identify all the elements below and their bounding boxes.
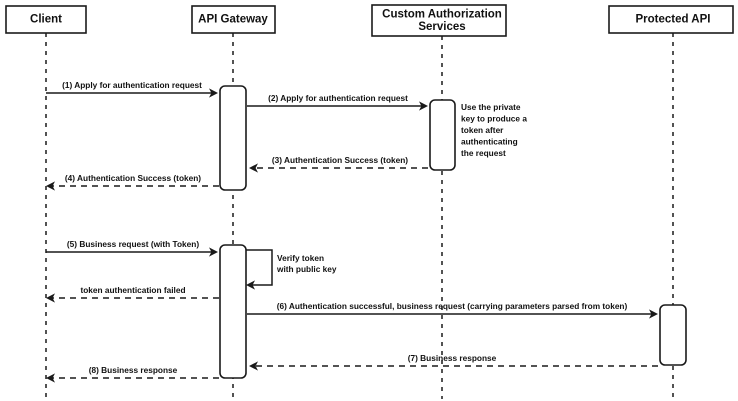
- participant-box-custom-authorization-services[interactable]: [371, 4, 507, 37]
- activation-bar-gw-auth-activation: [219, 85, 247, 191]
- note-line-note-private-key: Use the private: [461, 102, 521, 112]
- note-line-note-private-key: key to produce a: [461, 114, 527, 124]
- participant-box-protected-api[interactable]: [608, 5, 734, 34]
- participant-label-api-gateway: API Gateway: [198, 14, 268, 26]
- note-line-note-private-key: authenticating: [461, 137, 518, 147]
- participant-box-api-gateway[interactable]: [191, 5, 276, 34]
- message-arrowhead-msg-3: [249, 163, 258, 173]
- participant-label-protected-api: Protected API: [636, 14, 711, 26]
- message-arrowhead-msg-5: [209, 247, 218, 257]
- participant-label-custom-authorization-services: Services: [418, 21, 465, 33]
- self-message-label-msg-verify-token: Verify token: [277, 253, 324, 263]
- message-label-msg-4: (4) Authentication Success (token): [65, 173, 201, 183]
- activation-bar-gw-business-activation: [219, 244, 247, 379]
- message-label-msg-1: (1) Apply for authentication request: [62, 80, 202, 90]
- message-msg-3[interactable]: (3) Authentication Success (token): [249, 155, 428, 173]
- note-line-note-private-key: token after: [461, 125, 504, 135]
- message-label-msg-2: (2) Apply for authentication request: [268, 93, 408, 103]
- self-message-arrowhead-msg-verify-token: [246, 280, 255, 290]
- note-line-note-private-key: the request: [461, 148, 506, 158]
- message-label-msg-3: (3) Authentication Success (token): [272, 155, 408, 165]
- activation-bar-auth-svc-activation: [429, 99, 456, 171]
- message-label-msg-8: (8) Business response: [89, 365, 178, 375]
- message-msg-7[interactable]: (7) Business response: [249, 353, 658, 371]
- message-label-msg-6: (6) Authentication successful, business …: [277, 301, 628, 311]
- messages-layer: (1) Apply for authentication request (2) …: [46, 80, 658, 383]
- activation-bar-protected-api-activation: [659, 304, 687, 366]
- self-message-label-msg-verify-token: with public key: [276, 264, 337, 274]
- lifeline-protected-api: Protected API: [608, 5, 734, 399]
- lifeline-client: Client: [5, 5, 87, 399]
- lifeline-api-gateway: API Gateway: [191, 5, 276, 399]
- self-message-path-msg-verify-token: [246, 249, 273, 286]
- message-arrowhead-msg-7: [249, 361, 258, 371]
- message-arrowhead-msg-token-auth-failed: [46, 293, 55, 303]
- message-msg-2[interactable]: (2) Apply for authentication request: [247, 93, 428, 111]
- participant-box-client[interactable]: [5, 5, 87, 34]
- activations-layer: [219, 85, 687, 379]
- message-msg-6[interactable]: (6) Authentication successful, business …: [247, 301, 658, 319]
- message-msg-1[interactable]: (1) Apply for authentication request: [46, 80, 218, 98]
- message-label-msg-token-auth-failed: token authentication failed: [80, 285, 185, 295]
- message-arrowhead-msg-6: [649, 309, 658, 319]
- participant-label-client: Client: [30, 14, 62, 26]
- message-arrowhead-msg-4: [46, 181, 55, 191]
- message-msg-5[interactable]: (5) Business request (with Token): [46, 239, 218, 257]
- message-arrowhead-msg-8: [46, 373, 55, 383]
- message-label-msg-7: (7) Business response: [408, 353, 497, 363]
- message-label-msg-5: (5) Business request (with Token): [67, 239, 199, 249]
- message-arrowhead-msg-2: [419, 101, 428, 111]
- message-msg-4[interactable]: (4) Authentication Success (token): [46, 173, 219, 191]
- message-msg-token-auth-failed[interactable]: token authentication failed: [46, 285, 219, 303]
- lifelines-layer: Client API Gateway Custom AuthorizationSer…: [5, 4, 734, 399]
- message-msg-8[interactable]: (8) Business response: [46, 365, 219, 383]
- participant-label-custom-authorization-services: Custom Authorization: [382, 8, 502, 20]
- message-arrowhead-msg-1: [209, 88, 218, 98]
